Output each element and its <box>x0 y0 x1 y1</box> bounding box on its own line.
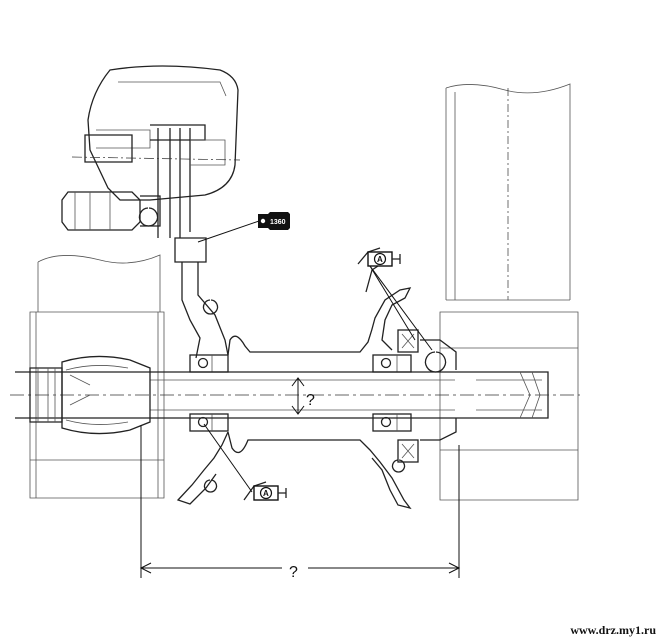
bearing-right-lower <box>372 413 412 432</box>
bearing-left-lower <box>189 413 229 432</box>
grease-gun-icon-lower: A <box>203 423 287 501</box>
wheel-hub <box>176 261 457 510</box>
thread-lock-tag: 1360 <box>197 212 290 243</box>
watermark: www.drz.my1.ru <box>570 623 656 637</box>
oil-seal-right <box>397 329 419 463</box>
thread-lock-code: 1360 <box>270 219 286 226</box>
front-axle <box>10 355 580 435</box>
grease-label-lower: A <box>263 489 269 498</box>
grease-gun-icon-upper: A <box>357 247 433 351</box>
overall-width-label: ? <box>289 564 298 581</box>
axle-diameter-dimension: ? <box>291 377 315 415</box>
brake-caliper <box>61 65 241 263</box>
right-fork-tube <box>439 83 579 501</box>
brake-disc <box>181 262 229 359</box>
grease-label-upper: A <box>377 255 383 264</box>
bearing-right-upper <box>372 354 412 373</box>
left-fork-tube <box>29 254 165 499</box>
overall-width-dimension: ? <box>139 425 461 581</box>
axle-diameter-label: ? <box>306 392 315 409</box>
